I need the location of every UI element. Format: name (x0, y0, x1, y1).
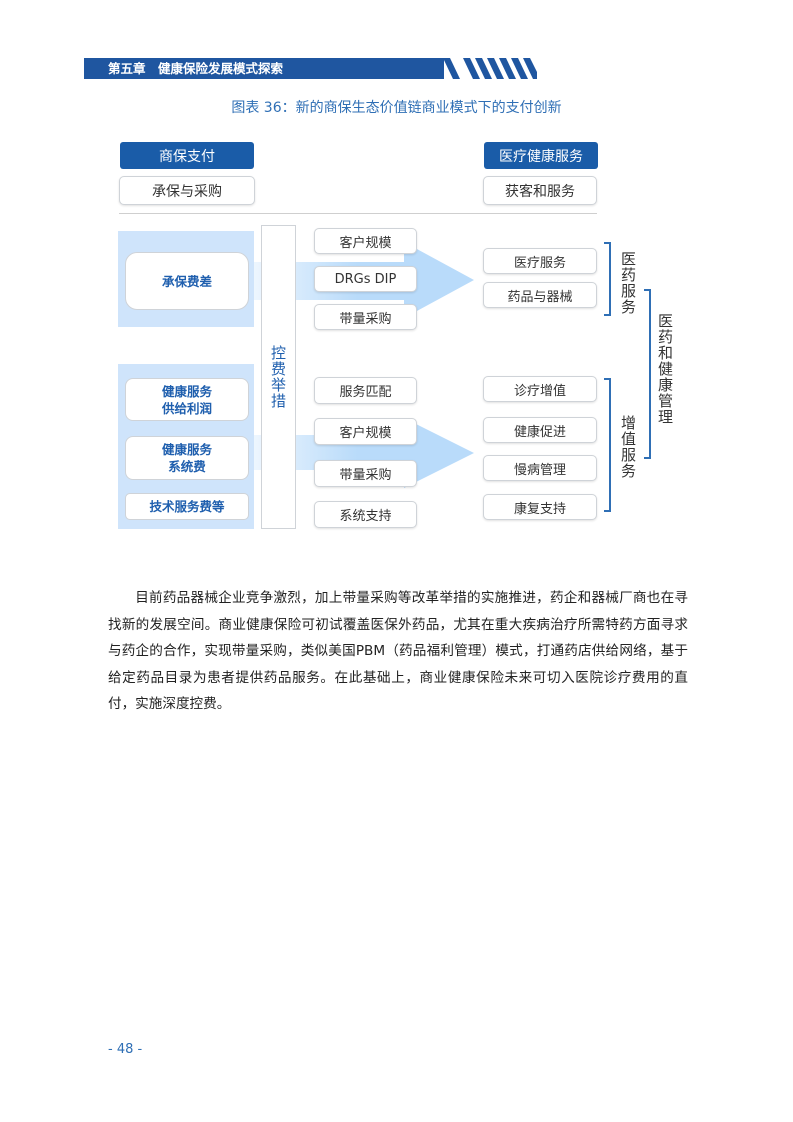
right-item: 健康促进 (483, 417, 597, 443)
panel-item: 健康服务 供给利润 (125, 378, 249, 421)
header-stripes-decoration (425, 58, 537, 79)
page-number: - 48 - (108, 1042, 143, 1057)
cost-control-label: 控费举措 (269, 345, 287, 409)
middle-item: 带量采购 (314, 304, 417, 330)
middle-item: DRGs DIP (314, 266, 417, 292)
panel-item: 承保费差 (125, 252, 249, 310)
right-item: 药品与器械 (483, 282, 597, 308)
left-subtitle: 承保与采购 (119, 176, 255, 205)
bracket-value-added (604, 378, 611, 512)
bracket-medicine (604, 242, 611, 316)
bracket-all-label: 医药和健康管理 (656, 313, 674, 425)
right-subtitle: 获客和服务 (483, 176, 597, 205)
figure-caption: 图表 36：新的商保生态价值链商业模式下的支付创新 (231, 100, 562, 116)
right-item: 医疗服务 (483, 248, 597, 274)
bracket-medicine-label: 医药服务 (619, 251, 637, 315)
chapter-title: 第五章 健康保险发展模式探索 (108, 61, 284, 76)
middle-item: 系统支持 (314, 501, 417, 528)
middle-item: 带量采购 (314, 460, 417, 487)
middle-item: 客户规模 (314, 228, 417, 254)
divider (119, 213, 597, 214)
cost-control-column: 控费举措 (261, 225, 296, 529)
right-item: 诊疗增值 (483, 376, 597, 402)
panel-item: 健康服务 系统费 (125, 436, 249, 480)
middle-item: 客户规模 (314, 418, 417, 445)
body-paragraph: 目前药品器械企业竞争激烈，加上带量采购等改革举措的实施推进，药企和器械厂商也在寻… (108, 590, 688, 713)
right-title: 医疗健康服务 (484, 142, 598, 169)
left-title: 商保支付 (120, 142, 254, 169)
bracket-value-added-label: 增值服务 (619, 415, 637, 479)
panel-item: 技术服务费等 (125, 493, 249, 520)
bracket-all (644, 289, 651, 459)
chapter-header-bar (84, 58, 444, 79)
right-item: 康复支持 (483, 494, 597, 520)
right-item: 慢病管理 (483, 455, 597, 481)
middle-item: 服务匹配 (314, 377, 417, 404)
